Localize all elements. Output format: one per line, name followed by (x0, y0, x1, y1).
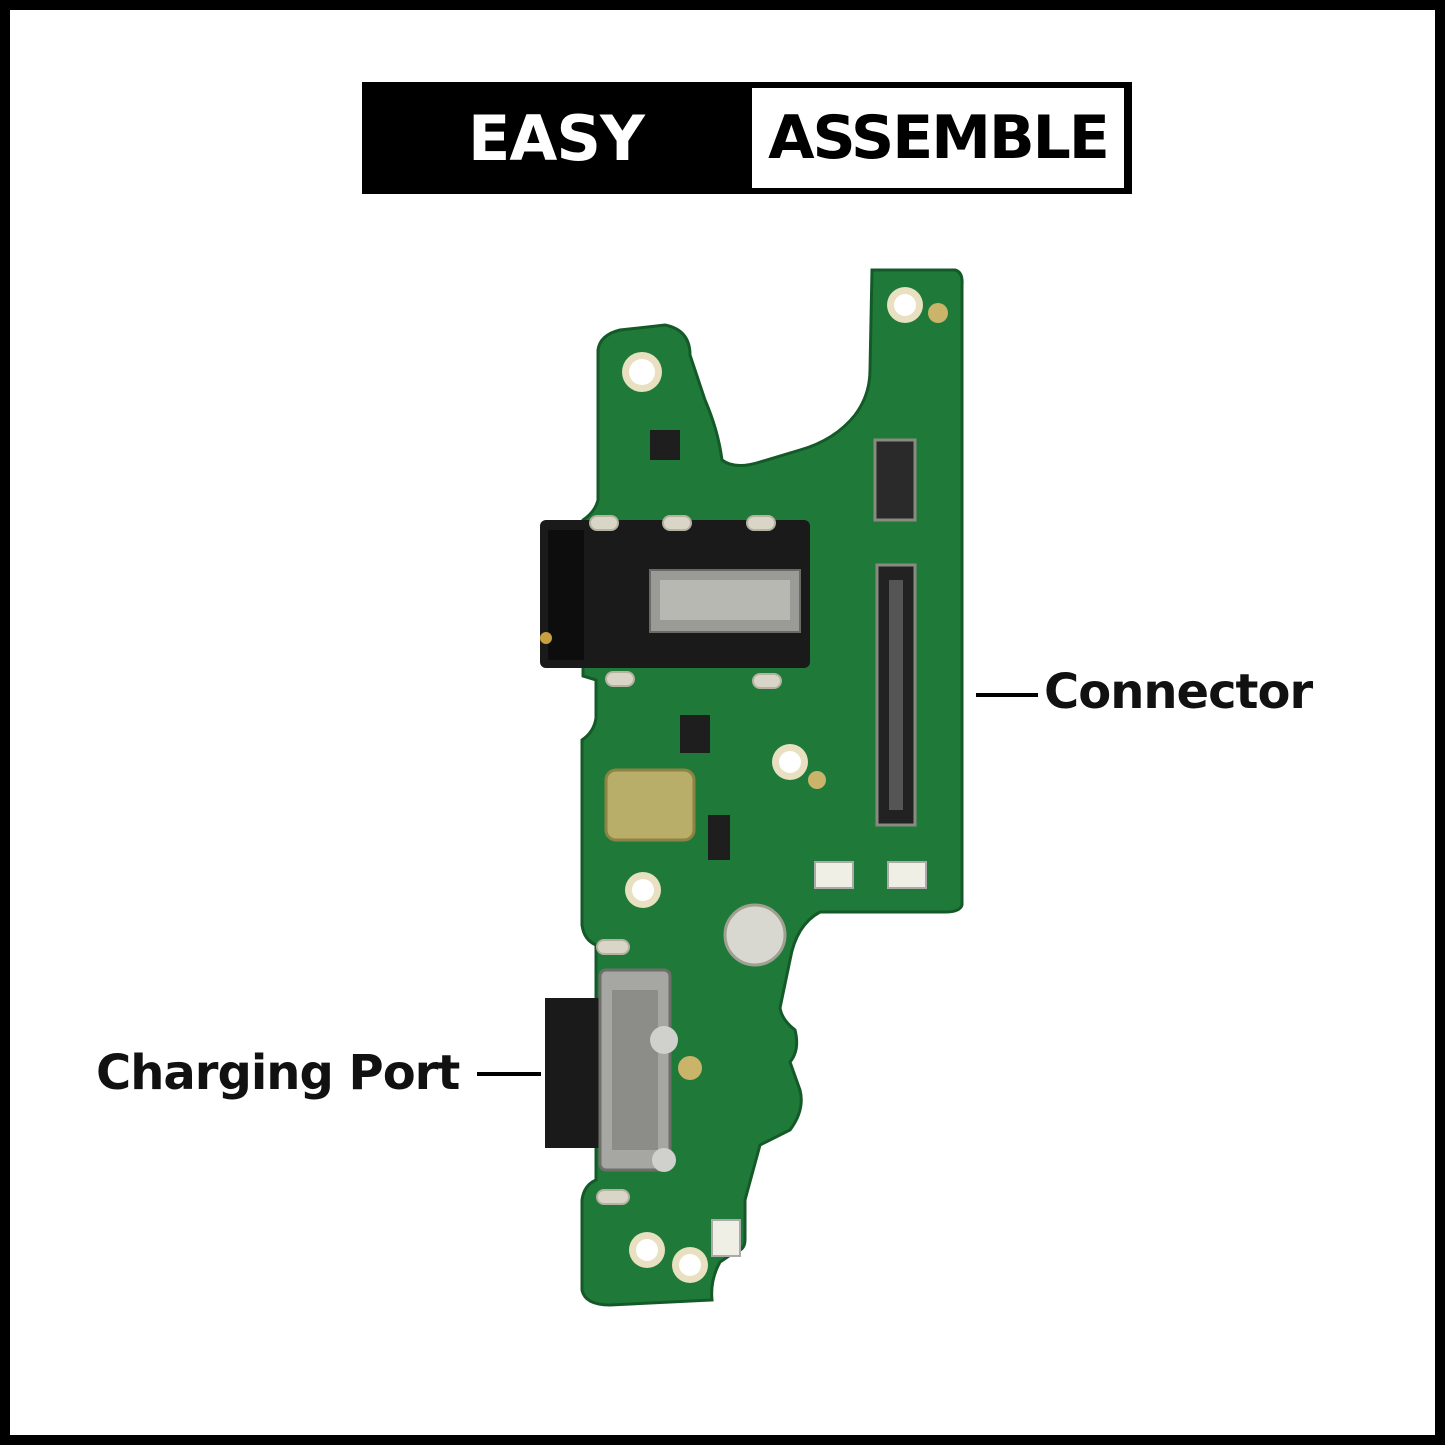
charging-port-label: Charging Port (96, 1045, 460, 1101)
banner-assemble-text: ASSEMBLE (752, 88, 1124, 188)
board-connector-small (873, 438, 917, 522)
connector-label: Connector (1044, 664, 1313, 720)
usb-c-port (545, 968, 678, 1172)
round-pad (723, 903, 787, 967)
audio-jack (540, 520, 810, 668)
title-banner: EASY ASSEMBLE (362, 82, 1132, 194)
solder-pads (589, 515, 782, 1205)
connector-callout-line (976, 693, 1038, 697)
charging-port-callout-line (477, 1072, 541, 1076)
led-components (711, 861, 927, 1257)
ic-chips (650, 430, 730, 860)
banner-easy-text: EASY (468, 101, 645, 175)
microphone (604, 768, 696, 842)
mounting-holes (622, 287, 948, 1283)
board-connector-main (875, 563, 917, 827)
